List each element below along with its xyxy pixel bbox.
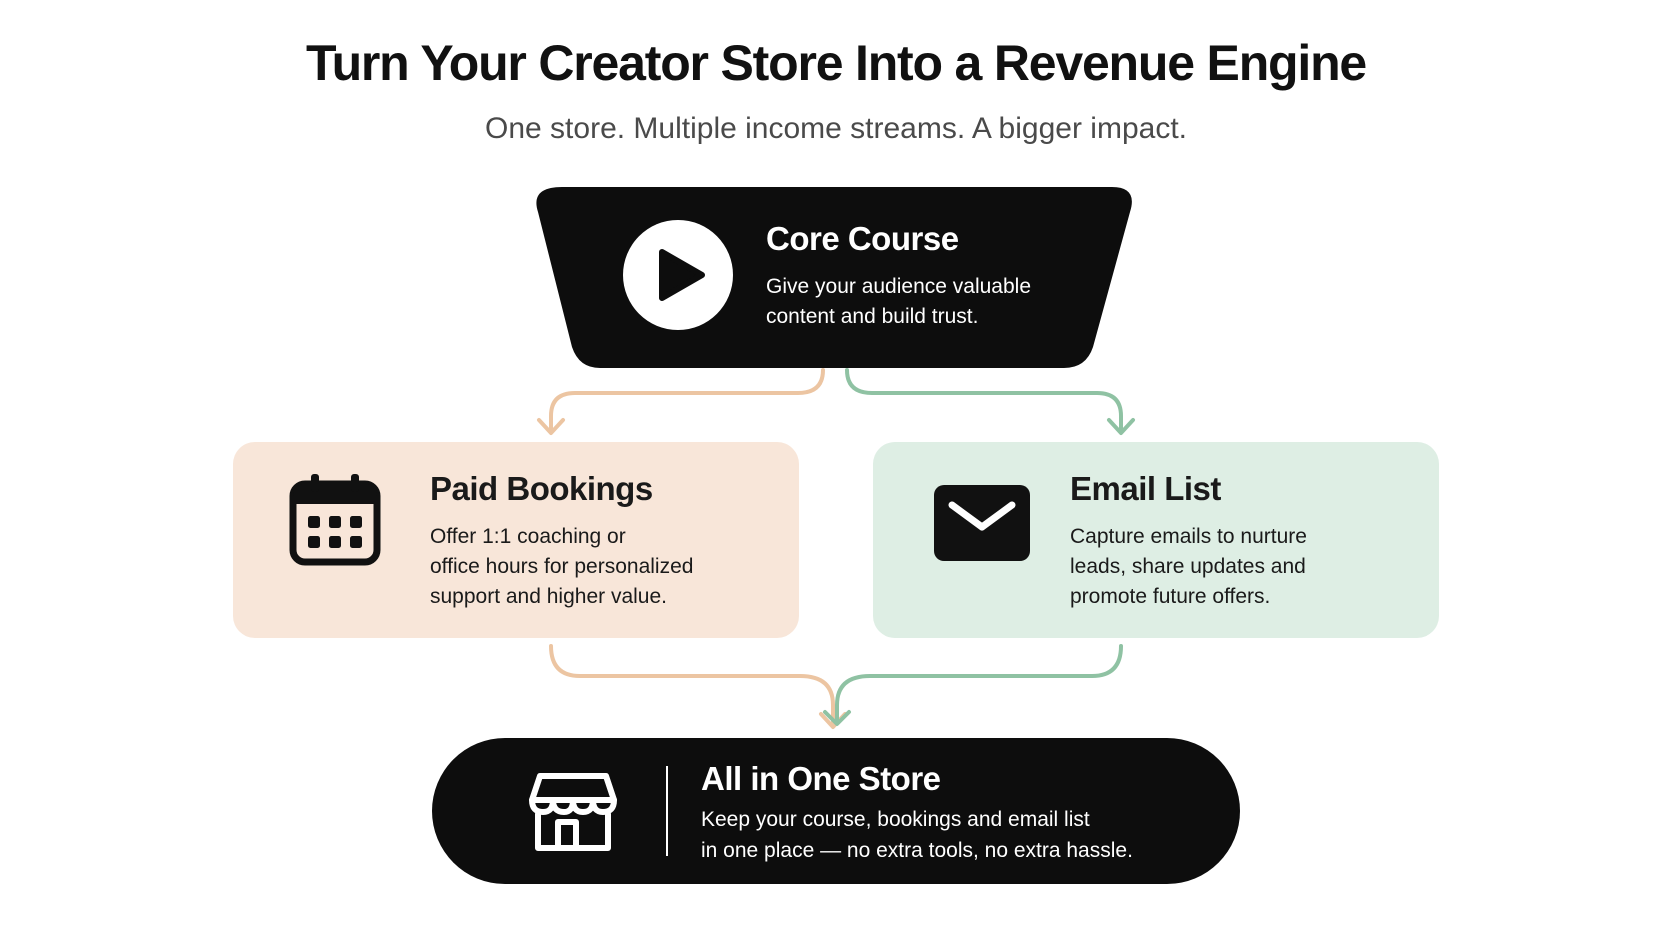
paid-bookings-description: Offer 1:1 coaching or office hours for p… (430, 522, 693, 612)
play-icon (623, 220, 733, 330)
page-subtitle: One store. Multiple income streams. A bi… (485, 112, 1187, 145)
core-course-description: Give your audience valuable content and … (766, 272, 1031, 332)
page-title: Turn Your Creator Store Into a Revenue E… (305, 35, 1367, 91)
arrow-core-to-bookings (549, 368, 825, 434)
store-description: Keep your course, bookings and email lis… (701, 804, 1133, 866)
envelope-icon (934, 485, 1030, 561)
paid-bookings-card: Paid Bookings Offer 1:1 coaching or offi… (233, 442, 799, 638)
email-list-description: Capture emails to nurture leads, share u… (1070, 522, 1307, 612)
storefront-icon (529, 773, 617, 851)
email-list-desc-line: leads, share updates and (1070, 555, 1306, 578)
arrow-email-to-store (835, 644, 1123, 724)
store-desc-line: in one place — no extra tools, no extra … (701, 839, 1133, 862)
paid-bookings-desc-line: Offer 1:1 coaching or (430, 525, 626, 548)
paid-bookings-desc-line: support and higher value. (430, 585, 667, 608)
email-list-card: Email List Capture emails to nurture lea… (873, 442, 1439, 638)
arrow-bookings-to-store (549, 644, 835, 728)
calendar-icon (289, 474, 381, 566)
store-block (432, 738, 1240, 884)
store-desc-line: Keep your course, bookings and email lis… (701, 808, 1090, 831)
core-course-desc-line: Give your audience valuable (766, 275, 1032, 298)
arrow-head-store-green (823, 710, 851, 726)
store-title: All in One Store (701, 760, 941, 797)
paid-bookings-text: Paid Bookings Offer 1:1 coaching or offi… (430, 470, 693, 612)
email-list-desc-line: promote future offers. (1070, 585, 1271, 608)
core-course-desc-line: content and build trust. (766, 305, 979, 328)
email-list-desc-line: Capture emails to nurture (1070, 525, 1307, 548)
arrow-head-email (1107, 418, 1135, 435)
core-course-title: Core Course (766, 220, 959, 257)
arrow-head-bookings (537, 418, 565, 435)
paid-bookings-desc-line: office hours for personalized (430, 555, 694, 578)
email-list-text: Email List Capture emails to nurture lea… (1070, 470, 1307, 612)
paid-bookings-title: Paid Bookings (430, 470, 653, 507)
store-text: All in One Store Keep your course, booki… (701, 760, 1133, 866)
core-course-text: Core Course Give your audience valuable … (766, 220, 1031, 332)
email-list-title: Email List (1070, 470, 1221, 507)
arrow-core-to-email (845, 368, 1123, 434)
